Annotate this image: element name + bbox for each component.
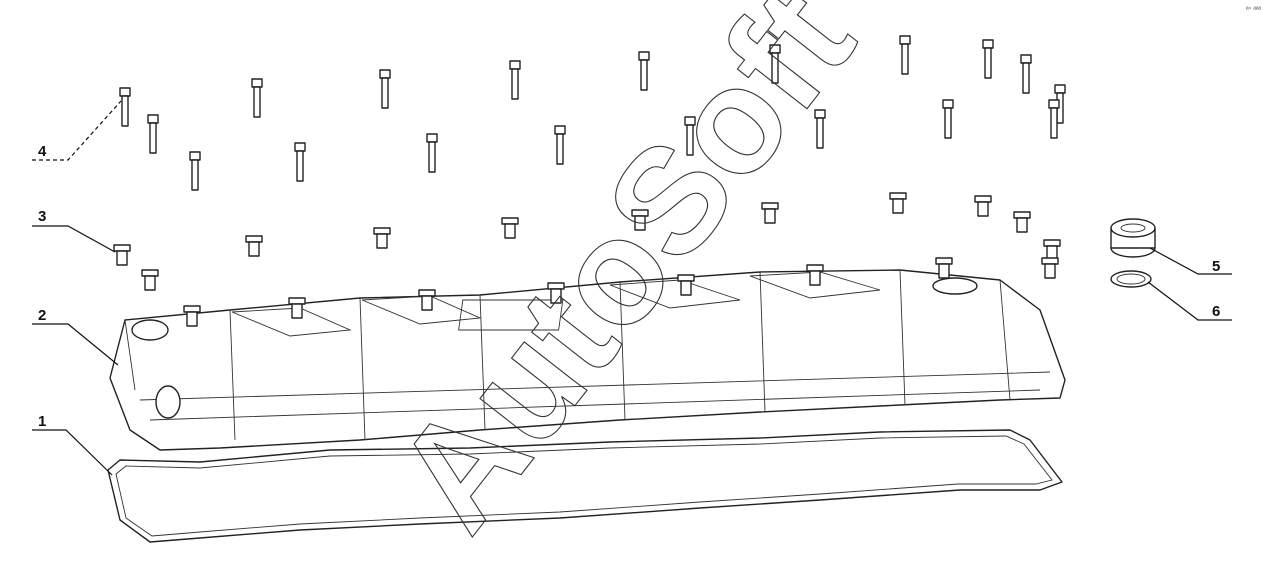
- gasket: [107, 429, 1063, 543]
- callout-label-5: 5: [1212, 258, 1220, 275]
- short-bolt: [806, 264, 824, 286]
- short-bolts: [113, 192, 1061, 327]
- bolt: [379, 69, 391, 109]
- short-bolt: [501, 217, 519, 239]
- callout-label-6: 6: [1212, 303, 1220, 320]
- bolt: [426, 133, 438, 173]
- short-bolt: [418, 289, 436, 311]
- bolt: [509, 60, 521, 100]
- bolt: [684, 116, 696, 156]
- callout-label-1: 1: [38, 413, 46, 430]
- bolt: [982, 39, 994, 79]
- short-bolt: [677, 274, 695, 296]
- short-bolt: [974, 195, 992, 217]
- callout-label-2: 2: [38, 307, 46, 324]
- bolt: [294, 142, 306, 182]
- bolt: [1020, 54, 1032, 94]
- short-bolt: [373, 227, 391, 249]
- short-bolt: [288, 297, 306, 319]
- leader-lines: [32, 100, 1232, 476]
- short-bolt: [631, 209, 649, 231]
- corner-mark: ª° ªªª: [1246, 6, 1262, 14]
- short-bolt: [761, 202, 779, 224]
- short-bolt: [1041, 257, 1059, 279]
- bolt: [899, 35, 911, 75]
- short-bolt: [1043, 239, 1061, 261]
- bolt: [147, 114, 159, 154]
- bolt: [769, 44, 781, 84]
- bolt: [119, 87, 131, 127]
- bolt: [942, 99, 954, 139]
- bolt: [251, 78, 263, 118]
- bolt: [1048, 99, 1060, 139]
- oil-filler-cap: [1110, 218, 1156, 258]
- bolt: [189, 151, 201, 191]
- short-bolt: [935, 257, 953, 279]
- short-bolt: [141, 269, 159, 291]
- callout-label-4: 4: [38, 143, 47, 160]
- short-bolt: [889, 192, 907, 214]
- short-bolt: [547, 282, 565, 304]
- callout-label-3: 3: [38, 208, 46, 225]
- bolt: [554, 125, 566, 165]
- short-bolt: [113, 244, 131, 266]
- o-ring: [1110, 270, 1152, 288]
- short-bolt: [245, 235, 263, 257]
- short-bolt: [1013, 211, 1031, 233]
- bolt: [638, 51, 650, 91]
- bolt: [814, 109, 826, 149]
- short-bolt: [183, 305, 201, 327]
- long-bolts: [119, 35, 1066, 191]
